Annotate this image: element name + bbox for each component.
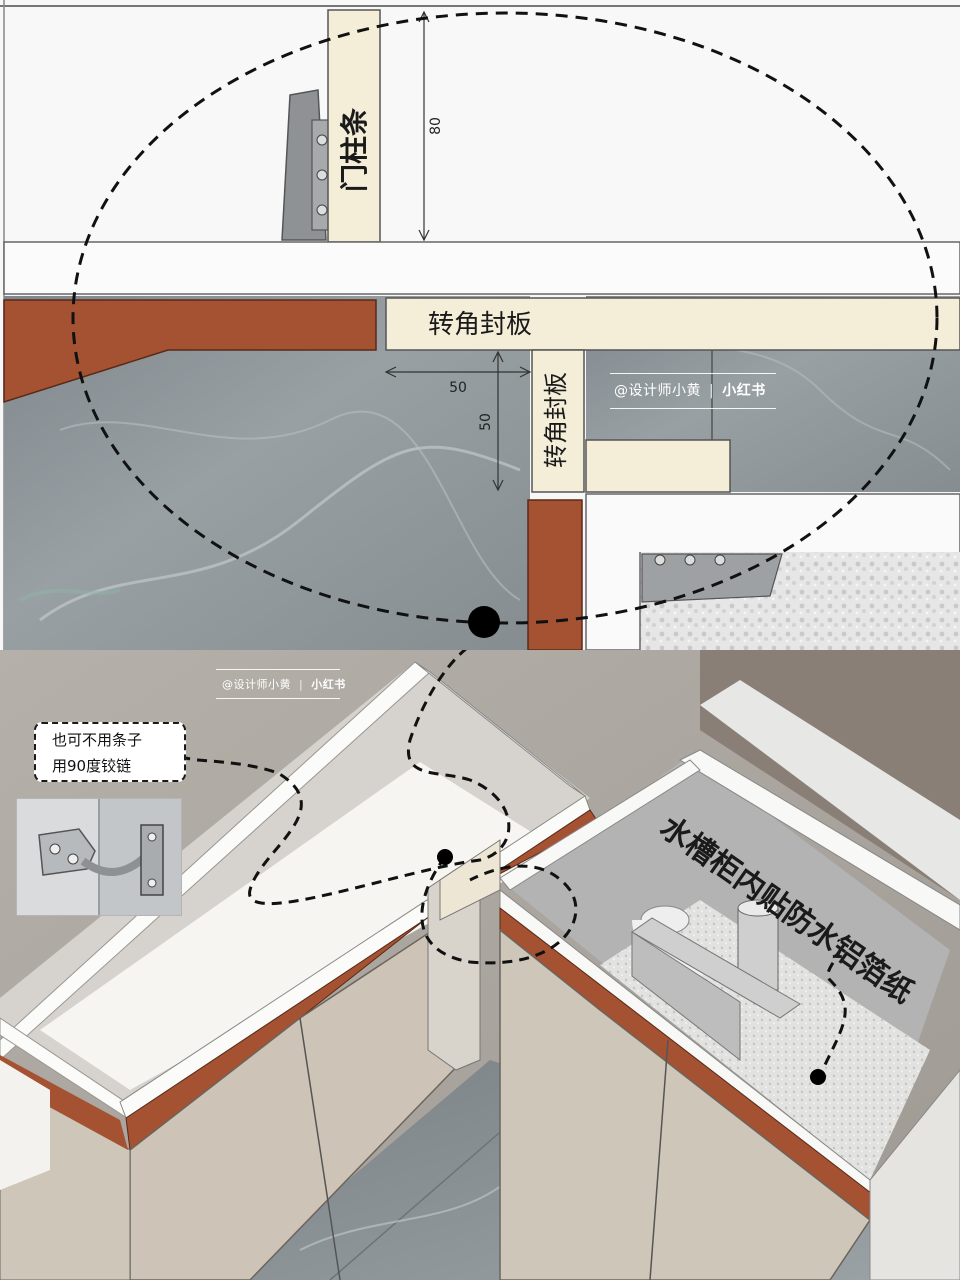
watermark-brand-2: 小红书 bbox=[311, 678, 346, 691]
cream-block bbox=[585, 439, 731, 493]
door-hinge-icon bbox=[281, 89, 333, 241]
door-post-label: 门柱条 bbox=[338, 108, 371, 192]
door-post-strip bbox=[327, 9, 381, 243]
drain-pipe-icon bbox=[631, 899, 801, 1062]
callout-dot-foil bbox=[810, 1069, 826, 1085]
watermark-top: @设计师小黄 | 小红书 bbox=[610, 373, 776, 409]
upper-wall bbox=[0, 0, 960, 240]
hinge-photo bbox=[16, 798, 182, 916]
corner-panel-vertical-label: 转角封板 bbox=[542, 372, 570, 468]
dimension-horizontal-value: 50 bbox=[449, 380, 467, 396]
foil-callout-line bbox=[816, 938, 847, 1081]
callout-leader-line bbox=[185, 650, 511, 905]
watermark-separator: | bbox=[709, 383, 715, 399]
hinge-90-degree-icon bbox=[17, 799, 181, 915]
note-line-2: 用90度铰链 bbox=[52, 757, 132, 775]
dimension-horizontal-line bbox=[384, 366, 532, 378]
callout-dot-cabinet bbox=[437, 849, 453, 865]
corner-panel-vertical bbox=[531, 349, 585, 493]
note-line-1: 也可不用条子 bbox=[52, 731, 143, 749]
corner-panel-horizontal-label: 转角封板 bbox=[428, 310, 532, 340]
wood-edge-panel-left bbox=[3, 299, 377, 404]
corner-panel-horizontal bbox=[385, 297, 960, 351]
watermark-separator-2: | bbox=[299, 678, 304, 691]
marble-backsplash bbox=[700, 680, 960, 900]
watermark-handle-2: @设计师小黄 bbox=[222, 678, 291, 691]
perspective-view-diagram: 水槽柜内贴防水铝箔纸 @设计师小黄 | 小红书 bbox=[0, 650, 960, 1280]
watermark-handle: @设计师小黄 bbox=[614, 383, 701, 399]
watermark-bottom: @设计师小黄 | 小红书 bbox=[216, 669, 346, 699]
highlight-ellipse bbox=[71, 11, 939, 625]
dimension-vertical-line bbox=[492, 350, 504, 492]
plan-view-drawing: 门柱条 80 转角封板 转角封板 50 50 bbox=[0, 0, 960, 650]
dimension-vertical-value: 50 bbox=[478, 413, 494, 431]
left-cabinet-shelf bbox=[40, 762, 560, 1090]
door-hinge-lower-icon bbox=[641, 553, 783, 603]
dimension-height-value: 80 bbox=[428, 117, 444, 135]
countertop-edge-band bbox=[3, 241, 960, 295]
wood-edge-panel-vertical bbox=[527, 499, 583, 650]
watermark-brand: 小红书 bbox=[722, 383, 766, 399]
plan-view-diagram: 门柱条 80 转角封板 转角封板 50 50 @设计师小黄 | 小红书 bbox=[0, 0, 960, 650]
hinge-note-callout: 也可不用条子 用90度铰链 bbox=[34, 722, 186, 782]
perspective-drawing: 水槽柜内贴防水铝箔纸 bbox=[0, 650, 960, 1280]
callout-dot bbox=[468, 606, 500, 638]
